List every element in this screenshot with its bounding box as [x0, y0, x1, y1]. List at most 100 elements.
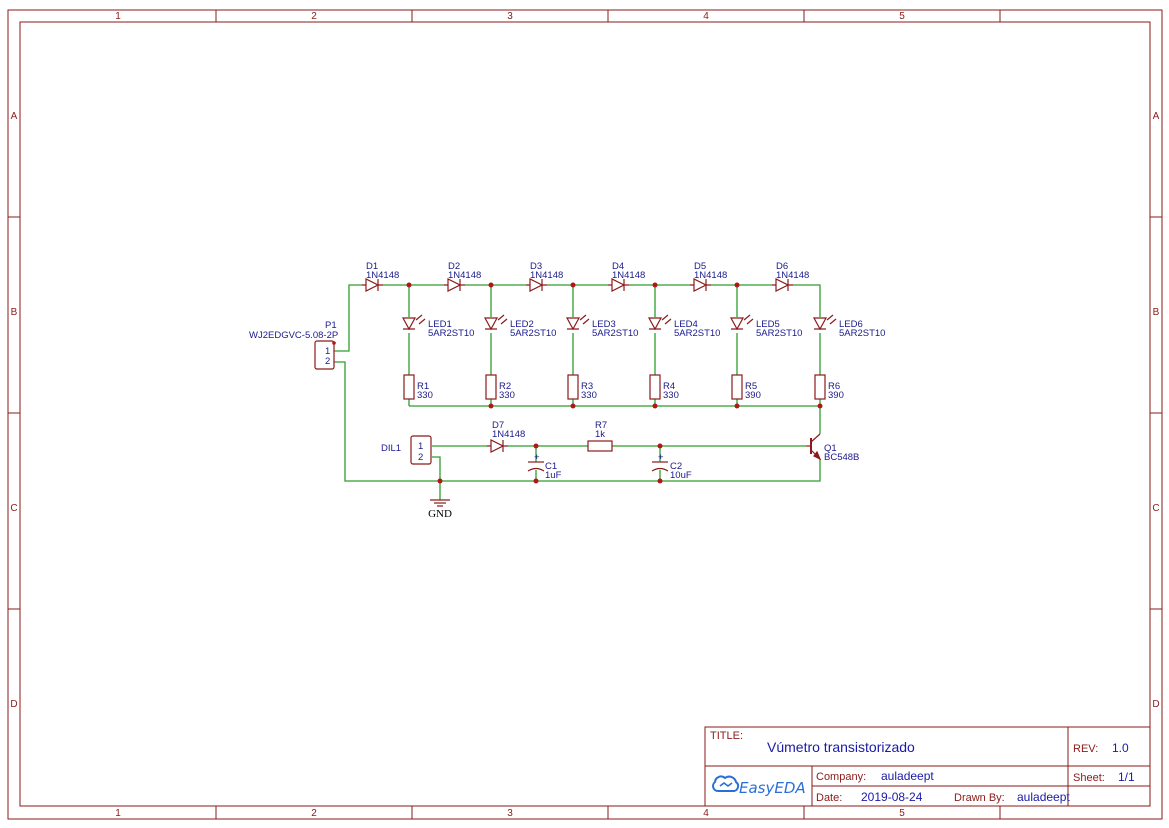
row-label-d-left: D [10, 699, 17, 710]
diode-d2[interactable]: D2 1N4148 [444, 261, 481, 292]
r5-ref: R5 [745, 381, 757, 392]
row-label-b-left: B [11, 307, 18, 318]
sheet-key: Sheet: [1073, 772, 1105, 784]
resistor-r7[interactable]: R7 1k [587, 420, 613, 452]
wires [334, 284, 821, 500]
col-label-1-bottom: 1 [115, 808, 121, 819]
led2-value: 5AR2ST10 [510, 328, 556, 339]
q1-value: BC548B [824, 452, 859, 463]
col-label-4-bottom: 4 [703, 808, 709, 819]
connector-dil1[interactable]: DIL1 1 2 [381, 435, 432, 465]
dil1-ref: DIL1 [381, 443, 401, 454]
sheet-frame: 1 2 3 4 5 1 2 3 4 5 A B C D A B C D [7, 9, 1163, 820]
d1-value: 1N4148 [366, 270, 399, 281]
company-value: auladeept [881, 769, 934, 783]
led-2[interactable]: LED2 5AR2ST10 [483, 314, 556, 339]
led5-value: 5AR2ST10 [756, 328, 802, 339]
diode-d3[interactable]: D3 1N4148 [526, 261, 563, 292]
date-value: 2019-08-24 [861, 790, 923, 804]
led1-ref: LED1 [428, 319, 452, 330]
rev-value: 1.0 [1112, 741, 1129, 755]
row-label-d-right: D [1152, 699, 1159, 710]
date-key: Date: [816, 792, 842, 804]
d3-ref: D3 [530, 261, 542, 272]
led4-ref: LED4 [674, 319, 698, 330]
led2-ref: LED2 [510, 319, 534, 330]
diode-d1[interactable]: D1 1N4148 [362, 261, 399, 292]
dil1-pin1: 1 [418, 441, 423, 452]
col-label-2-top: 2 [311, 11, 317, 22]
p1-ref: P1 [325, 320, 337, 331]
diode-d6[interactable]: D6 1N4148 [772, 261, 809, 292]
drawn-by-value: auladeept [1017, 790, 1070, 804]
col-label-5-bottom: 5 [899, 808, 905, 819]
col-label-1-top: 1 [115, 11, 121, 22]
diode-d7[interactable]: D7 1N4148 [487, 420, 525, 453]
resistor-r6[interactable]: R6 390 [814, 374, 844, 401]
d4-value: 1N4148 [612, 270, 645, 281]
connector-p1[interactable]: P1 WJ2EDGVC-5.08-2P 1 2 [249, 320, 338, 370]
row-label-c-right: C [1152, 503, 1159, 514]
r7-value: 1k [595, 429, 605, 440]
ground-symbol: GND [428, 499, 452, 520]
transistor-q1[interactable]: Q1 BC548B [806, 433, 859, 463]
c2-polarity: + [658, 452, 664, 463]
d6-ref: D6 [776, 261, 788, 272]
c1-ref: C1 [545, 461, 557, 472]
led3-value: 5AR2ST10 [592, 328, 638, 339]
r3-ref: R3 [581, 381, 593, 392]
r3-value: 330 [581, 390, 597, 401]
led-1[interactable]: LED1 5AR2ST10 [401, 314, 474, 339]
r2-ref: R2 [499, 381, 511, 392]
rev-key: REV: [1073, 743, 1098, 755]
col-label-3-top: 3 [507, 11, 513, 22]
d4-ref: D4 [612, 261, 624, 272]
led-3[interactable]: LED3 5AR2ST10 [565, 314, 638, 339]
p1-value: WJ2EDGVC-5.08-2P [249, 330, 338, 341]
resistor-r3[interactable]: R3 330 [567, 374, 597, 401]
d6-value: 1N4148 [776, 270, 809, 281]
easyeda-logo-text: EasyEDA [739, 779, 806, 797]
drawing-title: Vúmetro transistorizado [767, 739, 915, 755]
led5-ref: LED5 [756, 319, 780, 330]
c1-value: 1uF [545, 470, 562, 481]
d2-ref: D2 [448, 261, 460, 272]
d7-value: 1N4148 [492, 429, 525, 440]
r1-value: 330 [417, 390, 433, 401]
title-block: TITLE: Vúmetro transistorizado REV: 1.0 … [704, 726, 1151, 807]
junctions [406, 282, 823, 484]
d5-value: 1N4148 [694, 270, 727, 281]
row-label-c-left: C [10, 503, 17, 514]
title-key: TITLE: [710, 730, 743, 742]
d7-ref: D7 [492, 420, 504, 431]
resistor-r1[interactable]: R1 330 [403, 374, 433, 401]
r4-ref: R4 [663, 381, 675, 392]
sheet-value: 1/1 [1118, 770, 1135, 784]
diode-d4[interactable]: D4 1N4148 [608, 261, 645, 292]
d3-value: 1N4148 [530, 270, 563, 281]
resistor-r4[interactable]: R4 330 [649, 374, 679, 401]
drawn-by-key: Drawn By: [954, 792, 1005, 804]
r5-value: 390 [745, 390, 761, 401]
col-label-5-top: 5 [899, 11, 905, 22]
led1-value: 5AR2ST10 [428, 328, 474, 339]
r7-ref: R7 [595, 420, 607, 431]
col-label-3-bottom: 3 [507, 808, 513, 819]
led-5[interactable]: LED5 5AR2ST10 [729, 314, 802, 339]
led-6[interactable]: LED6 5AR2ST10 [812, 314, 885, 339]
r6-ref: R6 [828, 381, 840, 392]
d2-value: 1N4148 [448, 270, 481, 281]
diode-d5[interactable]: D5 1N4148 [690, 261, 727, 292]
r1-ref: R1 [417, 381, 429, 392]
q1-ref: Q1 [824, 443, 837, 454]
p1-pin2: 2 [325, 356, 330, 367]
capacitor-c2[interactable]: + C2 10uF [651, 452, 692, 481]
led-4[interactable]: LED4 5AR2ST10 [647, 314, 720, 339]
company-key: Company: [816, 771, 866, 783]
resistor-r2[interactable]: R2 330 [485, 374, 515, 401]
resistor-r5[interactable]: R5 390 [731, 374, 761, 401]
d1-ref: D1 [366, 261, 378, 272]
r6-value: 390 [828, 390, 844, 401]
led6-value: 5AR2ST10 [839, 328, 885, 339]
capacitor-c1[interactable]: + C1 1uF [527, 452, 562, 481]
